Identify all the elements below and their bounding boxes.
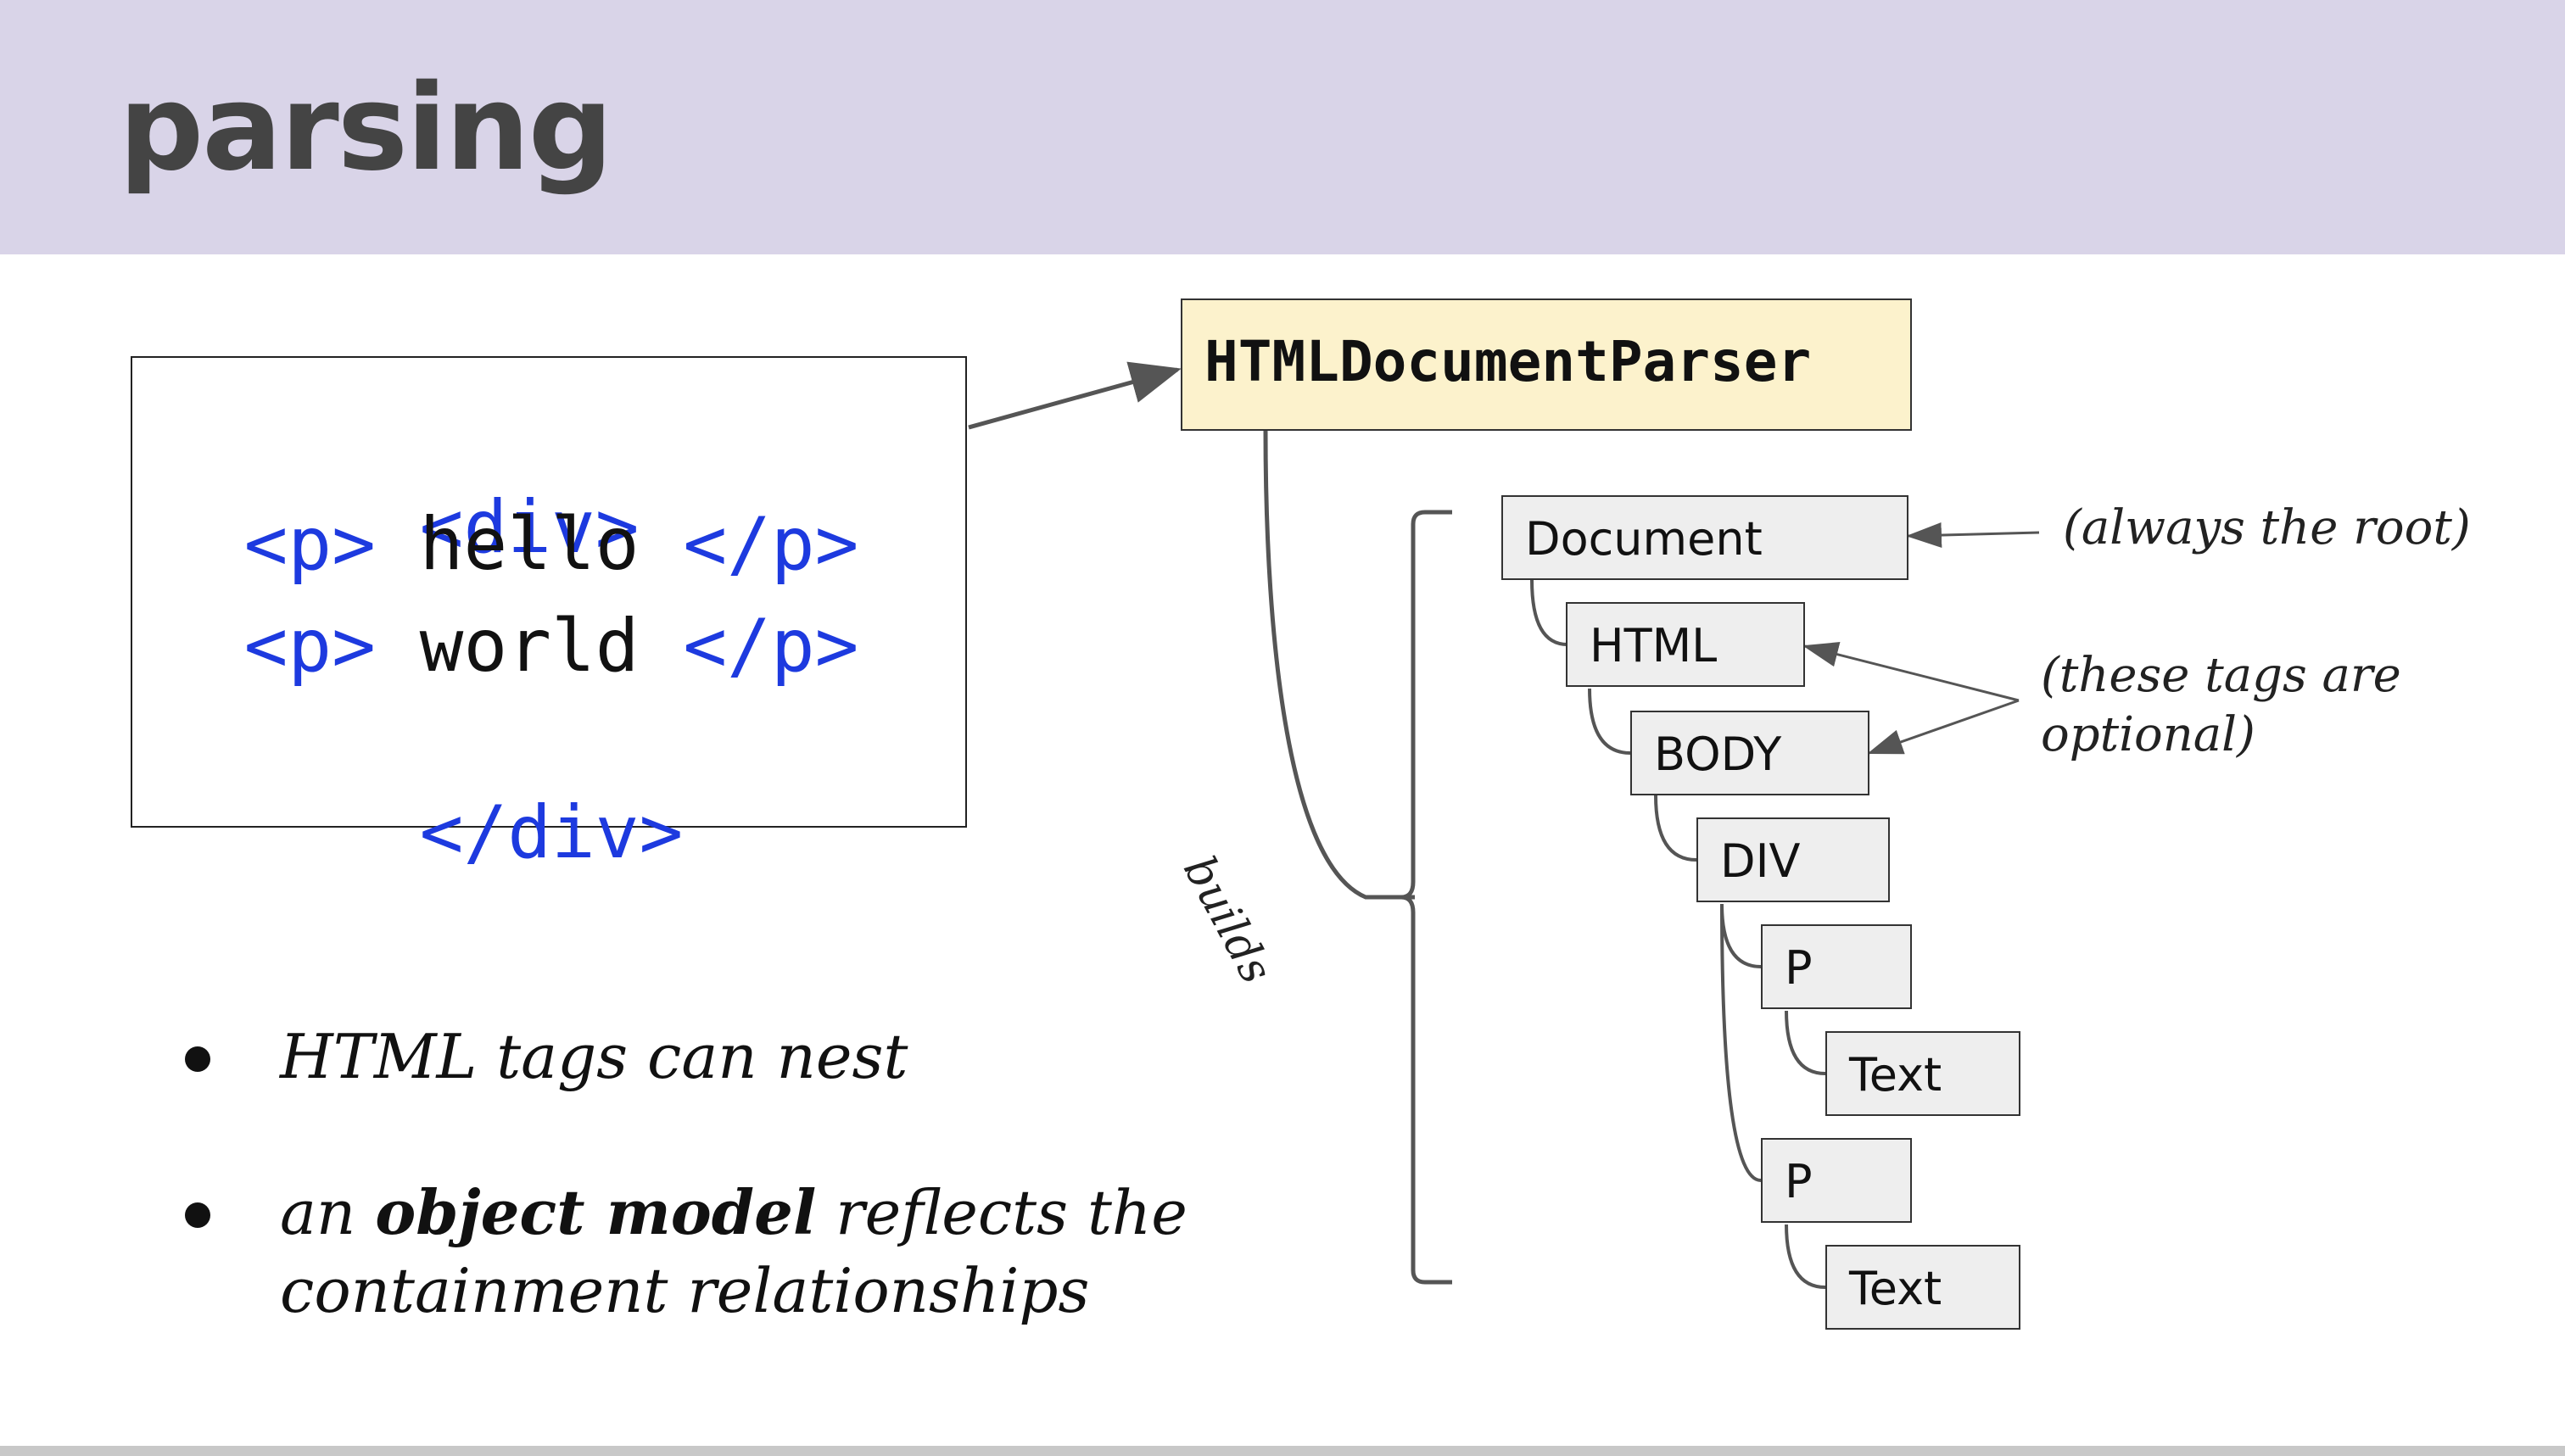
div-close-tag: </div> — [419, 790, 684, 875]
bullet-dot-1 — [185, 1046, 210, 1072]
optional-note-arrow-html — [1802, 642, 2020, 702]
optional-note-line-1: (these tags are — [2041, 648, 2401, 703]
p-close-tag: </p> — [683, 604, 859, 689]
code-to-parser-arrow — [968, 361, 1182, 430]
p2-to-text2-line — [1785, 1224, 1826, 1289]
bullet-text-2: an object model reflects the — [280, 1174, 1188, 1252]
div-to-p2-line — [1720, 903, 1762, 1182]
bullet-2-prefix: an — [280, 1177, 376, 1248]
tree-node-label: Text — [1849, 1262, 1942, 1315]
tree-node-label: DIV — [1720, 834, 1801, 888]
code-line-3: <p> world </p> — [156, 604, 859, 689]
p1-to-text1-line — [1785, 1010, 1826, 1075]
world-text: world — [375, 604, 684, 689]
code-line-4: </div> — [156, 706, 684, 875]
tree-node-p-2: P — [1761, 1138, 1912, 1223]
slide-header: parsing — [0, 0, 2565, 254]
tree-node-div: DIV — [1696, 817, 1890, 902]
tree-node-label: P — [1785, 1155, 1813, 1208]
doc-to-html-line — [1530, 579, 1568, 646]
tree-bracket — [1400, 510, 1452, 1285]
tree-node-label: Document — [1525, 512, 1763, 566]
root-note-arrow — [1906, 522, 2040, 548]
tree-node-label: HTML — [1590, 619, 1718, 672]
code-example-box: <div> <p> hello </p> <p> world </p> </di… — [131, 356, 967, 875]
p-close-tag: </p> — [683, 502, 859, 587]
optional-note-arrow-body — [1867, 699, 2020, 755]
tree-node-label: P — [1785, 941, 1813, 995]
p-open-tag: <p> — [243, 604, 376, 689]
tree-node-body: BODY — [1630, 711, 1869, 795]
tree-node-document: Document — [1501, 495, 1908, 580]
bullet-dot-2 — [185, 1202, 210, 1228]
bullet-2-bold: object model — [375, 1176, 817, 1248]
div-to-p1-line — [1720, 903, 1762, 968]
bullet-text-1: HTML tags can nest — [280, 1021, 908, 1092]
html-document-parser-box: HTMLDocumentParser — [1181, 298, 1912, 431]
tree-node-text-2: Text — [1825, 1245, 2020, 1330]
p-open-tag: <p> — [243, 502, 376, 587]
code-line-1: <div> — [156, 400, 640, 570]
bottom-bar — [0, 1446, 2565, 1456]
tree-node-html: HTML — [1566, 602, 1805, 687]
body-to-div-line — [1654, 795, 1697, 862]
bullet-text-2-line-2: containment relationships — [280, 1255, 1090, 1326]
tree-node-label: BODY — [1654, 728, 1782, 781]
code-line-2: <p> hello </p> — [156, 502, 859, 587]
slide-title: parsing — [119, 59, 613, 198]
tree-node-text-1: Text — [1825, 1031, 2020, 1116]
parser-label: HTMLDocumentParser — [1204, 329, 1812, 394]
html-to-body-line — [1588, 688, 1631, 755]
tree-node-p-1: P — [1761, 924, 1912, 1009]
tree-node-label: Text — [1849, 1048, 1942, 1102]
bullet-2-suffix: reflects the — [816, 1177, 1188, 1248]
optional-note-line-2: optional) — [2041, 707, 2255, 762]
hello-text: hello — [375, 502, 684, 587]
root-note: (always the root) — [2063, 500, 2471, 555]
div-open-tag: <div> — [419, 485, 640, 570]
builds-curve — [1263, 430, 1415, 900]
